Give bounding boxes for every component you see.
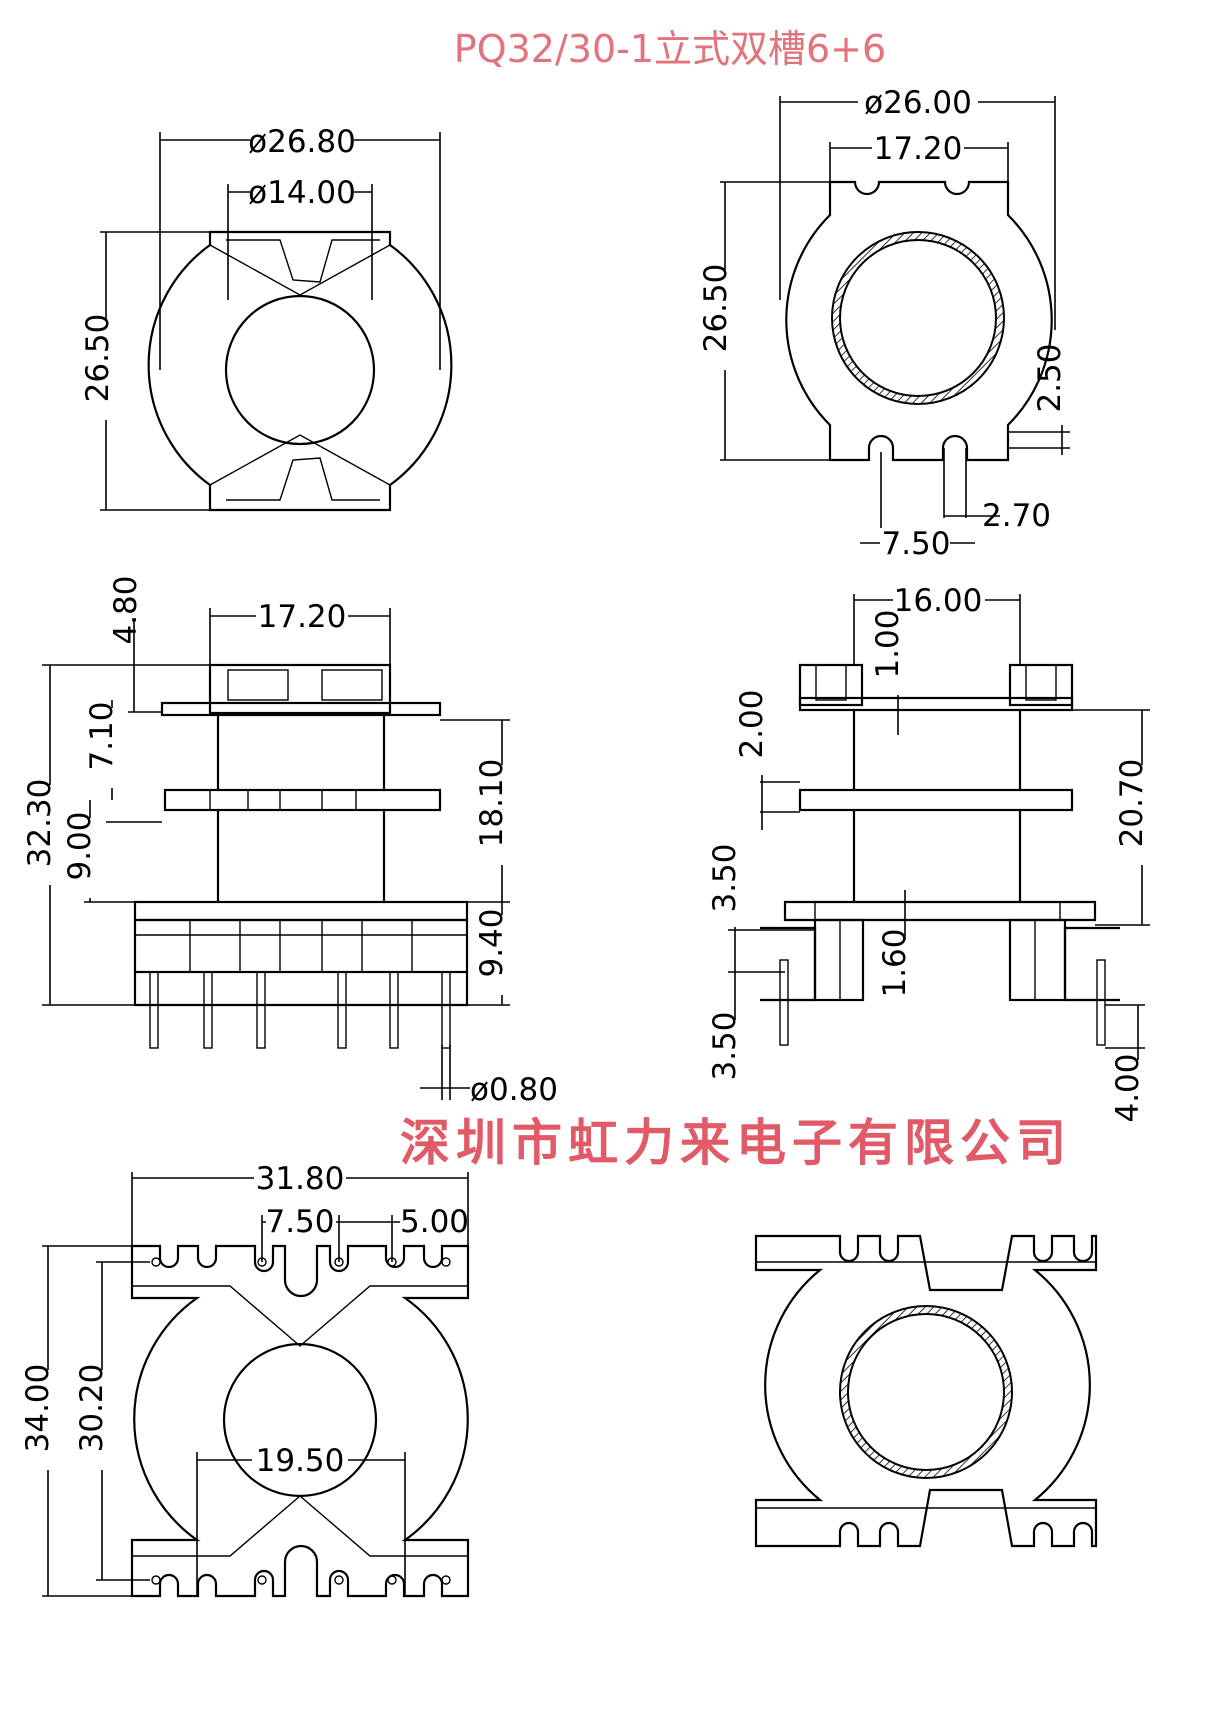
- dim-side-pin-length: 4.00: [1110, 1053, 1146, 1122]
- dim-front-pin-diameter: ø0.80: [470, 1072, 558, 1108]
- dim-top-left-height: 26.50: [80, 314, 116, 403]
- front-view: [42, 608, 510, 1100]
- dim-top-right-pin-pitch: 7.50: [881, 526, 950, 562]
- dim-bottom-total-height: 34.00: [20, 1364, 56, 1453]
- dim-bottom-pin-pitch: 7.50: [265, 1204, 334, 1240]
- dim-front-total-height: 32.30: [22, 779, 58, 868]
- dim-top-left-outer-diameter: ø26.80: [248, 124, 356, 160]
- dim-front-top-width: 17.20: [258, 599, 347, 635]
- dim-side-base-bottom: 3.50: [707, 1011, 743, 1080]
- dim-side-flange-thickness: 1.00: [870, 609, 906, 678]
- dim-bottom-center-width: 19.50: [256, 1443, 345, 1479]
- dim-front-base-height: 9.40: [474, 908, 510, 977]
- dim-front-winding-height: 18.10: [474, 759, 510, 848]
- dim-side-mid-flange: 2.00: [734, 689, 770, 758]
- dim-bottom-pin-spacing: 5.00: [400, 1204, 469, 1240]
- dim-side-winding-height: 20.70: [1114, 759, 1150, 848]
- dim-bottom-width: 31.80: [256, 1161, 345, 1197]
- dim-bottom-inner-height: 30.20: [74, 1364, 110, 1453]
- dim-front-flange-top: 4.80: [108, 575, 144, 644]
- drawing-title: PQ32/30-1立式双槽6+6: [453, 27, 887, 71]
- dim-top-right-gap: 2.70: [982, 498, 1051, 534]
- dim-top-right-outer-diameter: ø26.00: [864, 85, 972, 121]
- dim-front-section1: 7.10: [84, 701, 120, 770]
- dim-side-base-top: 3.50: [707, 843, 743, 912]
- dim-top-right-height: 26.50: [698, 264, 734, 353]
- side-view: [728, 594, 1150, 1060]
- dim-top-right-slot-width: 17.20: [874, 131, 963, 167]
- dim-top-right-tab: 2.50: [1032, 343, 1068, 412]
- dim-side-width: 16.00: [894, 583, 983, 619]
- dim-front-section2: 9.00: [62, 811, 98, 880]
- company-name: 深圳市虹力来电子有限公司: [400, 1113, 1072, 1172]
- bottom-right-view: [754, 1234, 1098, 1548]
- dim-side-wall: 1.60: [877, 928, 913, 997]
- dim-top-left-inner-diameter: ø14.00: [248, 175, 356, 211]
